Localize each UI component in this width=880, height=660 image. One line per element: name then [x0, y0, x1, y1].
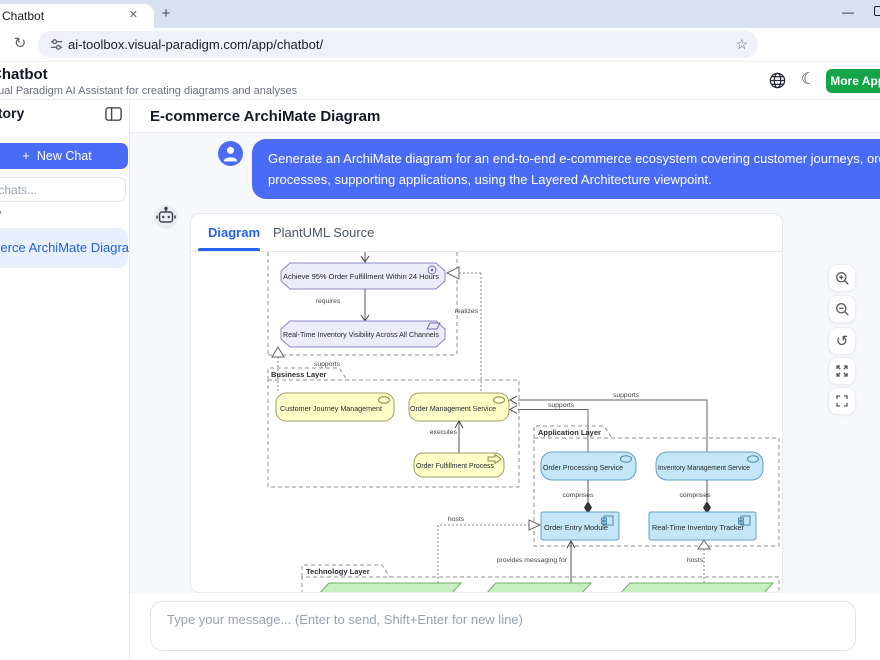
app-subtitle: Visual Paradigm AI Assistant for creatin…	[0, 85, 298, 97]
application-service-icon	[747, 455, 759, 463]
url-text[interactable]: ai-toolbox.visual-paradigm.com/app/chatb…	[68, 37, 324, 52]
sidebar-title: History	[0, 105, 25, 121]
svg-text:Business Layer: Business Layer	[271, 370, 327, 379]
application-service-icon	[620, 455, 632, 463]
node-order-processing-service: Order Processing Service	[540, 451, 637, 481]
section-label: Today	[0, 208, 1, 220]
svg-text:Achieve 95% Order Fulfillment: Achieve 95% Order Fulfillment Within 24 …	[283, 272, 439, 281]
technology-nodes	[320, 582, 775, 592]
node-order-entry-module: Order Entry Module	[540, 511, 620, 541]
reload-button[interactable]: ↻	[13, 35, 27, 52]
edge-label-provides-messaging: provides messaging for	[497, 557, 568, 564]
user-avatar	[218, 141, 243, 166]
main-titlebar: E-commerce ArchiMate Diagram	[130, 100, 880, 133]
node-customer-journey-management: Customer Journey Management	[275, 392, 395, 422]
plus-icon: +	[22, 148, 30, 163]
svg-text:Order Fulfillment Process: Order Fulfillment Process	[416, 461, 494, 470]
node-outcome: Real-Time Inventory Visibility Across Al…	[280, 320, 446, 348]
reset-view-button[interactable]: ↺	[828, 327, 856, 355]
app-title: Chatbot	[0, 66, 48, 83]
svg-text:Real-Time Inventory Tracker: Real-Time Inventory Tracker	[652, 523, 745, 532]
language-globe-icon[interactable]	[768, 71, 787, 95]
site-settings-icon[interactable]	[49, 37, 64, 57]
group-technology-layer: Technology Layer	[301, 564, 780, 592]
edge-label-realizes: realizes	[455, 308, 479, 315]
svg-text:Customer Journey Management: Customer Journey Management	[280, 404, 382, 413]
sidebar: History + New Chat Today E-commerce Archi…	[0, 100, 130, 660]
minimize-button[interactable]: —	[842, 5, 854, 19]
fullscreen-button[interactable]	[828, 387, 856, 415]
new-chat-label: New Chat	[36, 149, 92, 163]
composer	[130, 593, 880, 660]
tab-plantuml-source[interactable]: PlantUML Source	[273, 225, 375, 240]
edge-label-hosts-2: hosts	[687, 557, 704, 564]
url-bar[interactable]: ai-toolbox.visual-paradigm.com/app/chatb…	[38, 31, 758, 58]
node-inventory-management-service: Inventory Management Service	[655, 451, 764, 481]
business-service-icon	[493, 396, 505, 404]
tab-diagram[interactable]: Diagram	[208, 225, 261, 240]
edge-label-requires: requires	[316, 298, 341, 305]
goal-icon	[427, 265, 437, 275]
browser-tab[interactable]: Chatbot ✕	[0, 4, 154, 28]
diagram-card: Diagram PlantUML Source Achieve 95% Orde…	[190, 213, 783, 593]
bookmark-star-icon[interactable]: ☆	[735, 36, 748, 52]
diagram-canvas[interactable]: Achieve 95% Order Fulfillment Within 24 …	[191, 252, 783, 593]
node-order-fulfillment-process: Order Fulfillment Process	[413, 452, 505, 478]
tab-title: Chatbot	[2, 9, 45, 23]
svg-text:Real-Time Inventory Visibility: Real-Time Inventory Visibility Across Al…	[283, 330, 439, 339]
new-tab-button[interactable]: +	[161, 5, 171, 22]
group-business-layer: Business Layer	[267, 367, 520, 488]
assistant-avatar	[154, 205, 178, 229]
zoom-out-button[interactable]	[828, 295, 856, 323]
edge-label-comprises-2: comprises	[680, 492, 712, 499]
edge-label-comprises-1: comprises	[563, 492, 595, 499]
group-application-layer: Application Layer	[533, 425, 780, 547]
sidebar-collapse-icon[interactable]	[104, 105, 123, 128]
user-message-bubble: Generate an ArchiMate diagram for an end…	[252, 139, 880, 199]
page-title: E-commerce ArchiMate Diagram	[150, 108, 381, 125]
edge-label-hosts-1: hosts	[448, 516, 465, 523]
maximize-button[interactable]	[874, 6, 880, 16]
more-apps-button[interactable]: More Apps	[826, 69, 880, 93]
svg-text:Inventory Management Service: Inventory Management Service	[658, 463, 750, 472]
diagram-tabs: Diagram PlantUML Source	[191, 214, 782, 252]
chat-item-label: E-commerce ArchiMate Diagram	[0, 240, 129, 255]
active-tab-underline	[198, 248, 260, 251]
robot-icon	[156, 206, 176, 223]
svg-text:Application Layer: Application Layer	[538, 428, 601, 437]
component-icon	[738, 515, 751, 526]
svg-text:Technology Layer: Technology Layer	[306, 567, 370, 576]
edge-label-supports-1: supports	[314, 361, 341, 368]
tab-close-icon[interactable]: ✕	[128, 9, 138, 21]
edge-label-supports-2: supports	[613, 392, 640, 399]
theme-toggle-moon-icon[interactable]: ☾	[801, 71, 816, 88]
search-input[interactable]	[0, 177, 126, 202]
outcome-icon	[426, 322, 441, 330]
zoom-in-button[interactable]	[828, 264, 856, 292]
user-message-line-1: Generate an ArchiMate diagram for an end…	[268, 151, 880, 166]
expand-button[interactable]	[828, 357, 856, 385]
component-icon	[601, 515, 614, 526]
node-real-time-inventory-tracker: Real-Time Inventory Tracker	[648, 511, 757, 541]
new-chat-button[interactable]: + New Chat	[0, 143, 128, 169]
person-icon	[223, 146, 238, 162]
browser-tab-strip: Chatbot ✕ + —	[0, 0, 880, 28]
edge-label-supports-3: supports	[548, 402, 575, 409]
process-icon	[487, 453, 502, 465]
svg-text:Order Management Service: Order Management Service	[410, 404, 496, 413]
chat-history-item[interactable]: E-commerce ArchiMate Diagram	[0, 228, 129, 268]
browser-toolbar: ↻ ai-toolbox.visual-paradigm.com/app/cha…	[0, 28, 880, 82]
business-service-icon	[378, 396, 390, 404]
svg-text:Order Processing Service: Order Processing Service	[543, 463, 623, 472]
node-order-management-service: Order Management Service	[408, 392, 510, 422]
app-header: Chatbot Visual Paradigm AI Assistant for…	[0, 62, 880, 100]
svg-text:Order Entry Module: Order Entry Module	[544, 523, 608, 532]
user-message-line-2: processes, supporting applications, usin…	[268, 172, 712, 187]
composer-input[interactable]	[150, 601, 856, 651]
node-goal: Achieve 95% Order Fulfillment Within 24 …	[280, 262, 446, 290]
edge-label-executes: executes	[430, 429, 458, 436]
